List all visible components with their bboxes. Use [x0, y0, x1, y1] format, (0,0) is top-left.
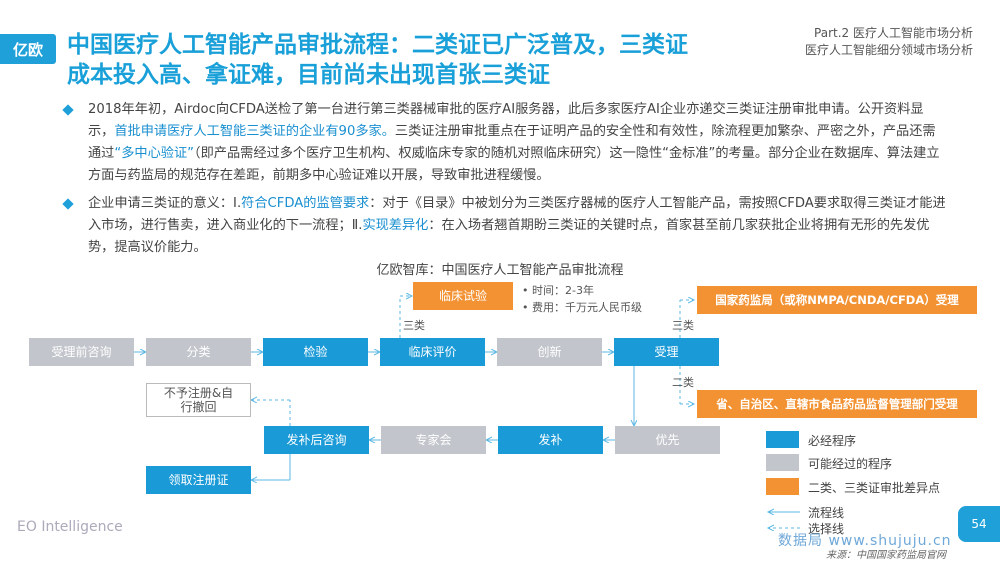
legend-choice-line: 选择线	[808, 522, 845, 536]
node-innovate: 创新	[497, 338, 602, 366]
node-priority: 优先	[615, 426, 720, 454]
para1-text-b: 三类证注册审批重点在于证明产品的安全性和有效性，除流程更加繁杂、严密之外，产品还…	[88, 124, 936, 161]
eo-logo: 亿欧	[0, 34, 56, 64]
node-provincial-accept: 省、自治区、直辖市食品药品监督管理部门受理	[697, 390, 977, 418]
node-reject: 不予注册&自行撤回	[146, 383, 251, 417]
section-label: Part.2 医疗人工智能市场分析 医疗人工智能细分领域市场分析	[805, 25, 973, 59]
node-nmpa-accept: 国家药监局（或称NMPA/CNDA/CFDA）受理	[697, 286, 977, 314]
para2-text-a: 企业申请三类证的意义：Ⅰ.	[88, 196, 242, 211]
trial-cost: 费用：千万元人民币级	[532, 301, 642, 314]
part-line-2: 医疗人工智能细分领域市场分析	[804, 43, 973, 57]
legend-required: 必经程序	[808, 434, 857, 448]
legend-diff: 二类、三类证审批差异点	[808, 481, 941, 495]
page-number: 54	[958, 506, 1000, 542]
paragraph-2: 企业申请三类证的意义：Ⅰ.符合CFDA的监管要求：对于《目录》中被划分为三类医疗…	[88, 193, 948, 259]
node-classify: 分类	[146, 338, 251, 366]
node-post-consult: 发补后咨询	[264, 426, 369, 454]
diagram-title: 亿欧智库：中国医疗人工智能产品审批流程	[376, 263, 624, 278]
node-get-cert: 领取注册证	[146, 466, 251, 494]
trial-cost-note: • 费用：千万元人民币级	[522, 301, 642, 314]
footer-brand: EO Intelligence	[17, 519, 123, 535]
para2-text-b: ：对于《目录》中被划分为三类医疗器械的医疗人工智能产品，需按照CFDA要求取得三…	[88, 196, 946, 233]
legend-swatch-diff	[766, 478, 799, 495]
node-inspect: 检验	[263, 338, 368, 366]
node-pre-consult: 受理前咨询	[29, 338, 134, 366]
trial-time-note: • 时间：2-3年	[522, 284, 594, 297]
node-clinical-eval: 临床评价	[380, 338, 485, 366]
watermark: 数据局 www.shujuju.cn	[778, 533, 952, 549]
trial-time: 时间：2-3年	[532, 284, 594, 297]
label-class2: 二类	[672, 376, 694, 389]
paragraph-1: 2018年年初，Airdoc向CFDA送检了第一台进行第三类器械审批的医疗AI服…	[88, 99, 948, 187]
node-accept: 受理	[614, 338, 719, 366]
title-line-1: 中国医疗人工智能产品审批流程：二类证已广泛普及，三类证	[67, 32, 688, 58]
label-class3-b: 三类	[672, 319, 694, 332]
legend-flow-line: 流程线	[808, 506, 845, 520]
source-note: 来源：中国国家药监局官网	[826, 550, 946, 561]
node-clinical-trial: 临床试验	[413, 282, 513, 310]
node-expert: 专家会	[381, 426, 486, 454]
legend-possible: 可能经过的程序	[808, 457, 893, 471]
page-title: 中国医疗人工智能产品审批流程：二类证已广泛普及，三类证 成本投入高、拿证难，目前…	[67, 30, 787, 90]
para2-highlight-a: 符合CFDA的监管要求	[241, 196, 370, 211]
label-class3-a: 三类	[403, 319, 425, 332]
legend-swatch-possible	[766, 454, 799, 471]
para1-highlight-a: 首批申请医疗人工智能三类证的企业有90多家。	[114, 124, 395, 139]
legend-swatch-required	[766, 431, 799, 448]
node-issue: 发补	[498, 426, 603, 454]
para1-text-a: 2018年年初，Airdoc向CFDA送检了第一台进行第三类器械审批的医疗AI服…	[88, 102, 924, 139]
para1-text-c: （即产品需经过多个医疗卫生机构、权威临床专家的随机对照临床研究）这一隐性“金标准…	[88, 146, 940, 183]
para1-highlight-b: “多中心验证”	[114, 146, 194, 161]
title-line-2: 成本投入高、拿证难，目前尚未出现首张三类证	[67, 62, 550, 88]
para2-text-c: ：在入场者翘首期盼三类证的关键时点，首家甚至前几家获批企业将拥有无形的先发优势，…	[88, 218, 930, 255]
part-line-1: Part.2 医疗人工智能市场分析	[814, 26, 973, 40]
para2-highlight-b: 实现差异化	[362, 218, 429, 233]
